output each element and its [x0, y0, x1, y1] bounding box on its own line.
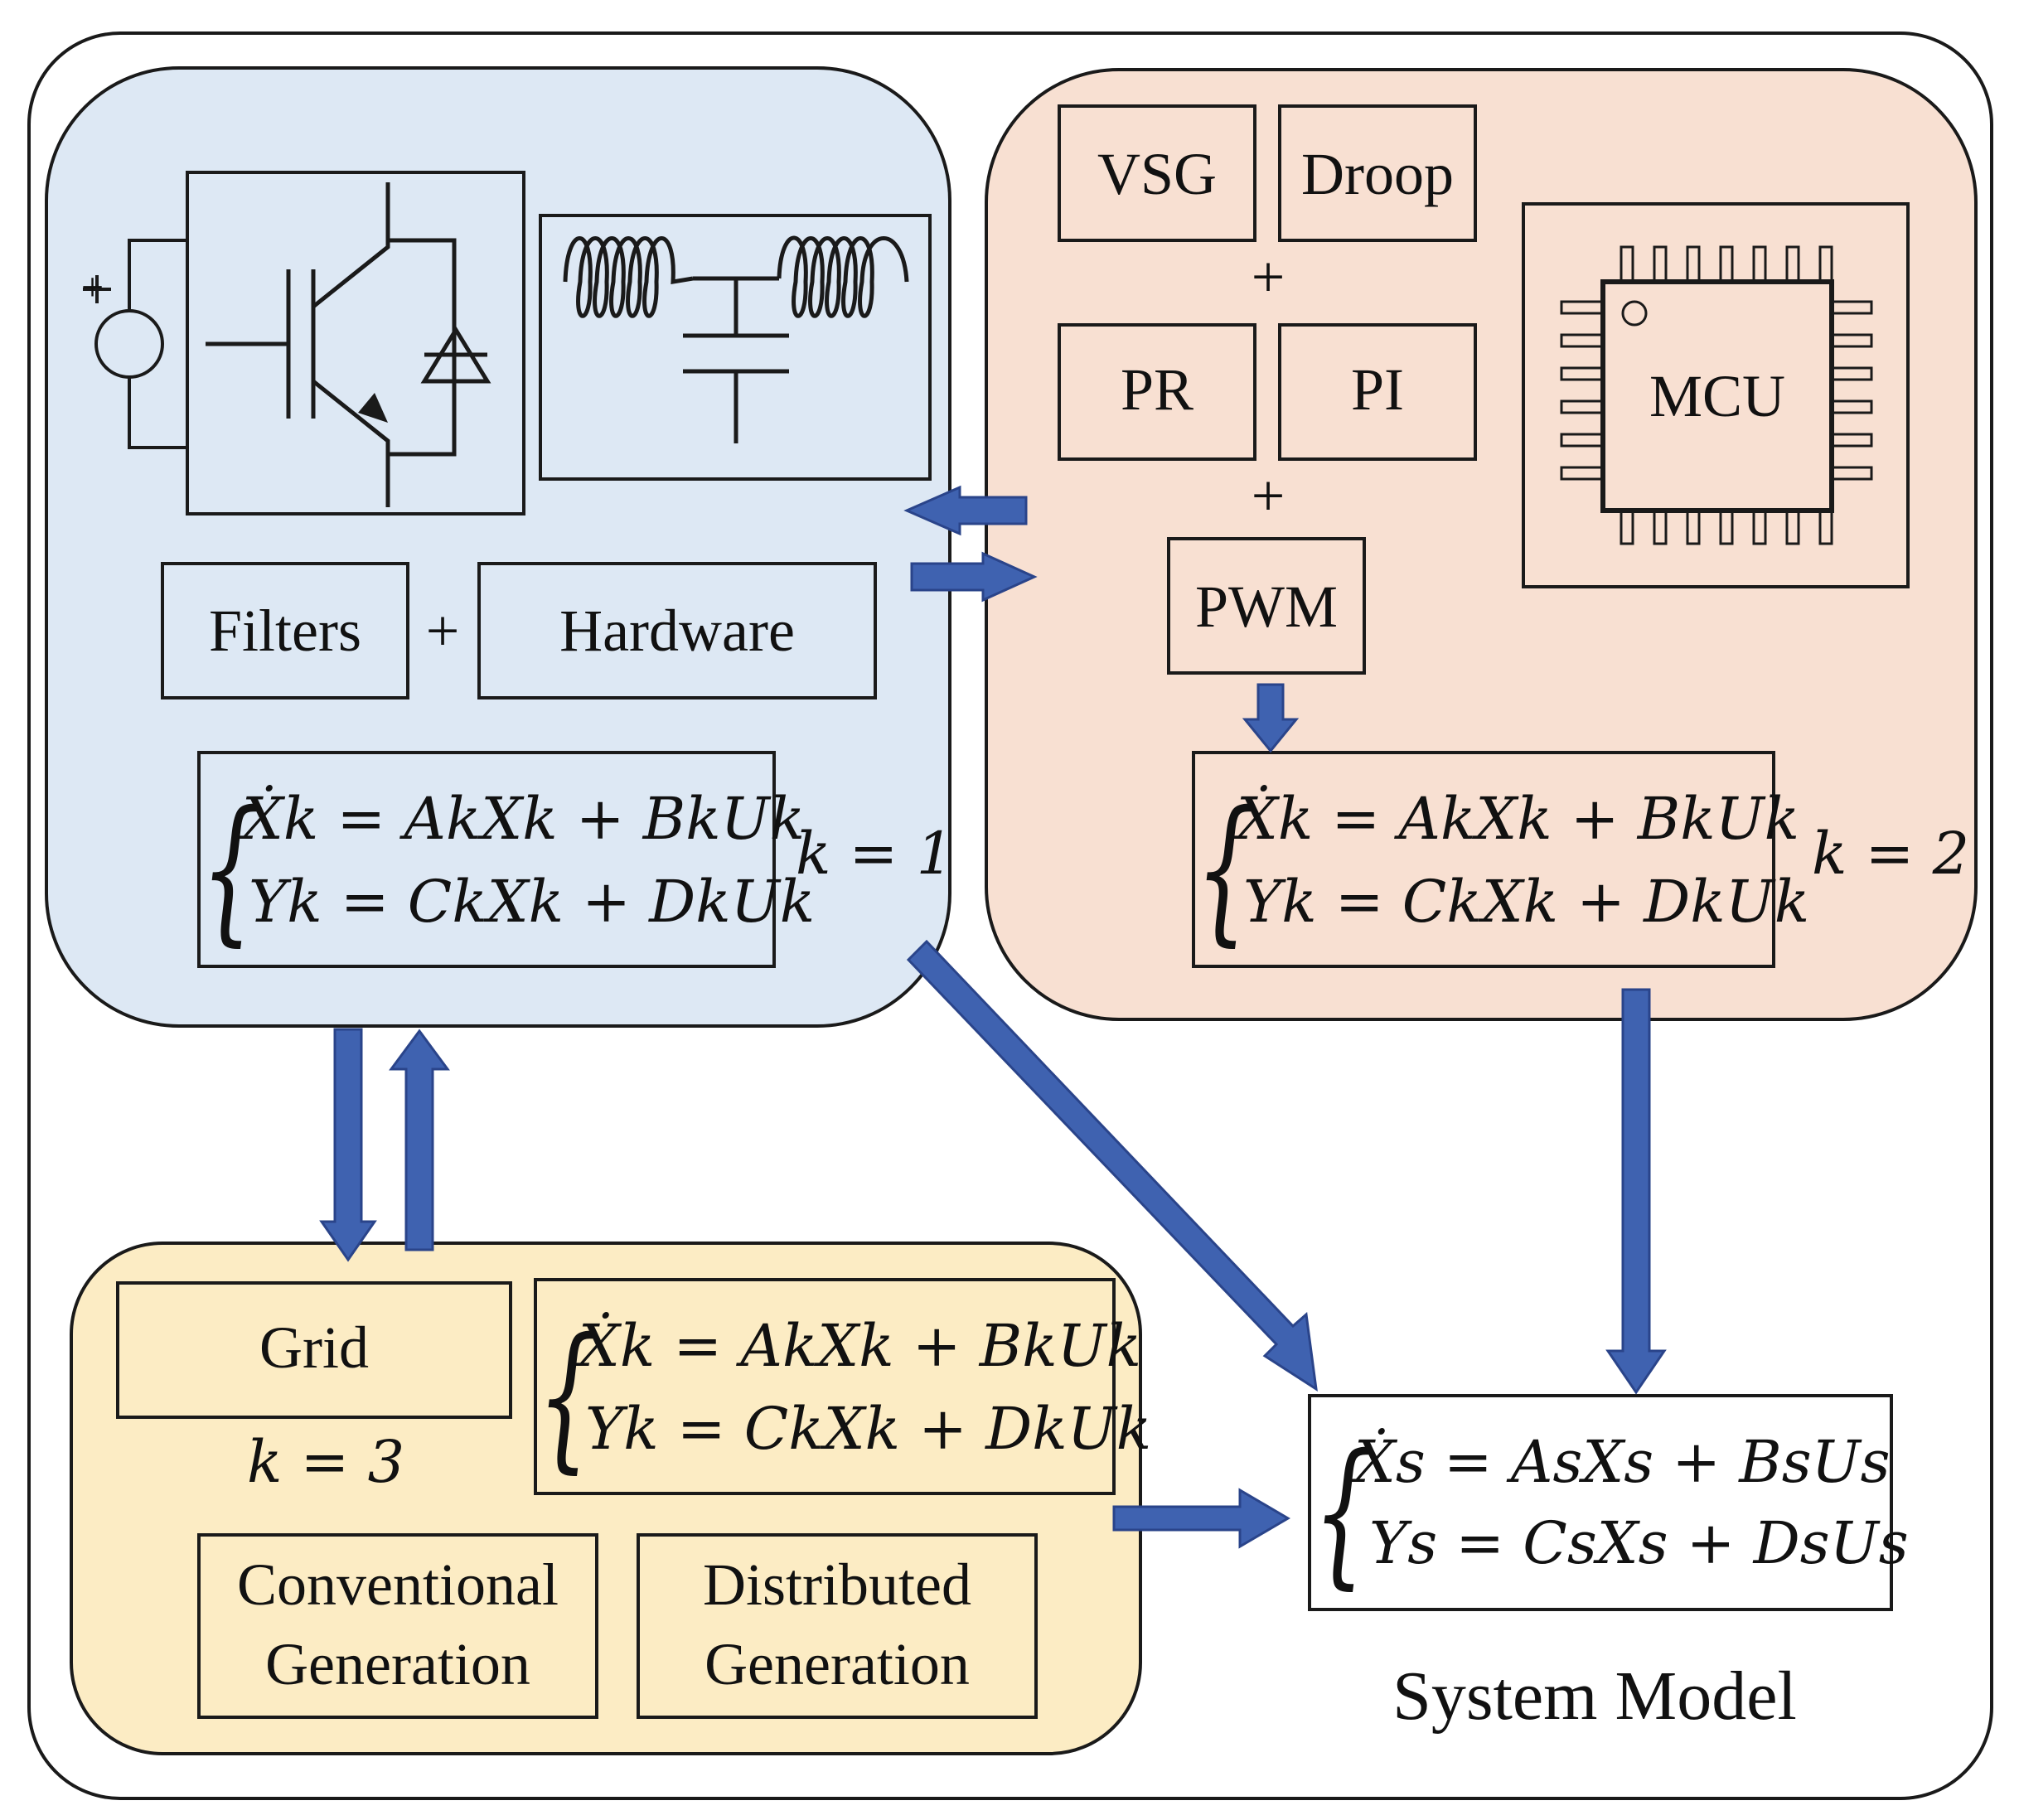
system-model: { Ẋs = AsXs + BsUs Ys = CsXs + DsUs Syst…: [1308, 1394, 1909, 1735]
control-equation-brace: {: [1195, 777, 1256, 961]
filters-label: Filters: [209, 598, 361, 664]
filters-hardware-plus: +: [426, 598, 460, 664]
control-equation-line2: Yk = CkXk + DkUk: [1243, 868, 1809, 936]
igbt-diode-icon: [186, 171, 525, 516]
outer-frame: [27, 31, 1993, 1800]
control-equation-line1: Ẋk = AkXk + BkUk: [1232, 785, 1799, 853]
vsg-box: [1058, 104, 1256, 242]
hardware-label: Hardware: [559, 598, 795, 664]
arrow-grid-to-system: [1112, 1488, 1290, 1549]
grid-panel-bg: [70, 1242, 1142, 1755]
grid-equation-brace: {: [537, 1304, 598, 1488]
igbt-emitter-arrow-icon: [358, 393, 388, 423]
hardware-panel-bg: [45, 66, 951, 1028]
arrows: [319, 485, 1667, 1549]
pr-box: [1058, 323, 1256, 461]
system-equation-box: [1308, 1394, 1893, 1611]
conventional-generation-label-2: Generation: [265, 1631, 530, 1697]
hardware-box: [477, 562, 877, 699]
arrow-control-to-system: [1605, 988, 1667, 1395]
droop-box: [1278, 104, 1477, 242]
arrow-grid-to-hardware: [389, 1029, 450, 1251]
source-plus-sign: +: [81, 265, 104, 309]
conventional-generation-box: [197, 1533, 598, 1719]
mcu-chip-icon: [1522, 202, 1910, 588]
vsg-label: VSG: [1097, 141, 1217, 207]
hardware-panel: + Filters + Hardware: [45, 66, 953, 1028]
grid-panel: Grid k = 3 { Ẋk = AkXk + BkUk Yk = CkXk …: [70, 1242, 1151, 1755]
pi-label: PI: [1351, 356, 1404, 423]
system-equation-line2: Ys = CsXs + DsUs: [1369, 1509, 1909, 1577]
arrow-hardware-to-grid: [319, 1028, 377, 1262]
system-equation-brace: {: [1313, 1421, 1373, 1604]
distributed-generation-label-2: Generation: [704, 1631, 970, 1697]
hardware-equation-line1: Ẋk = AkXk + BkUk: [238, 785, 805, 853]
dc-source-icon: [83, 239, 187, 449]
hardware-equation-brace: {: [201, 777, 261, 961]
grid-label: Grid: [259, 1314, 369, 1381]
control-k-label: k = 2: [1812, 820, 1969, 888]
arrow-control-to-hardware: [903, 485, 1028, 536]
hardware-equation-box: [197, 751, 776, 968]
grid-k-label: k = 3: [247, 1428, 404, 1496]
system-model-title: System Model: [1392, 1658, 1797, 1735]
pwm-label: PWM: [1195, 574, 1338, 640]
pwm-box: [1167, 537, 1366, 675]
system-equation-line1: Ẋs = AsXs + BsUs: [1350, 1428, 1891, 1496]
grid-equation-line2: Yk = CkXk + DkUk: [585, 1395, 1151, 1463]
mcu-label: MCU: [1649, 363, 1785, 429]
distributed-generation-box: [637, 1533, 1038, 1719]
lc-filter-icon: [539, 214, 932, 481]
arrow-hardware-to-system: [906, 939, 1318, 1392]
grid-equation-line1: Ẋk = AkXk + BkUk: [574, 1312, 1141, 1380]
filters-box: [161, 562, 409, 699]
droop-label: Droop: [1301, 141, 1454, 207]
control-equation-box: [1192, 751, 1775, 968]
grid-box: [116, 1281, 512, 1419]
distributed-generation-label-1: Distributed: [703, 1551, 971, 1618]
control-plus-2: +: [1252, 462, 1285, 529]
arrow-pwm-to-equation: [1242, 683, 1300, 753]
grid-equation-box: [534, 1278, 1116, 1495]
conventional-generation-label-1: Conventional: [237, 1551, 559, 1618]
pi-box: [1278, 323, 1477, 461]
hardware-equation-line2: Yk = CkXk + DkUk: [249, 868, 815, 936]
pr-label: PR: [1121, 356, 1193, 423]
arrow-hardware-to-control: [910, 551, 1038, 603]
control-plus-1: +: [1252, 244, 1285, 310]
control-panel: VSG Droop + PR PI + PWM MCU { Ẋk = AkXk …: [985, 68, 1978, 1021]
hardware-k-label: k = 1: [796, 820, 953, 888]
